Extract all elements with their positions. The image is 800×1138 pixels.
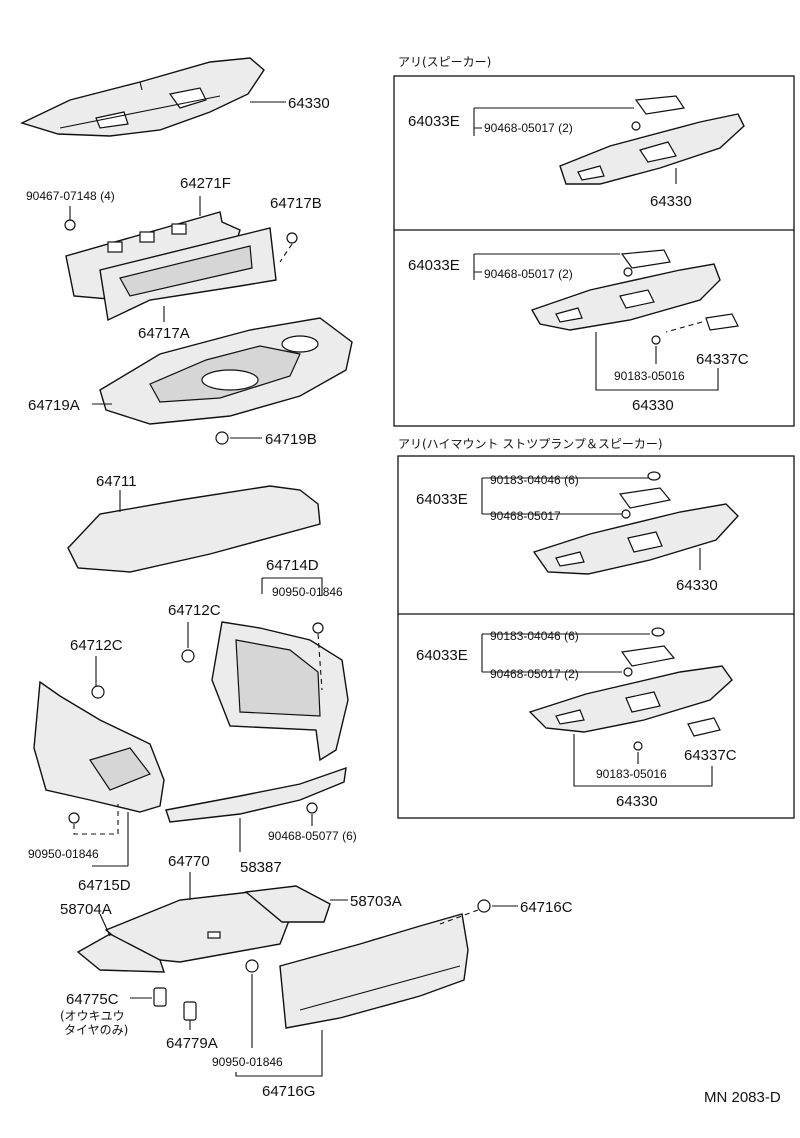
box3-clip-part: [621, 509, 631, 519]
box3-cover-label: 64033E: [416, 491, 468, 508]
clip-90950-right-part: [312, 622, 324, 634]
footer-code: MN 2083-D: [704, 1089, 781, 1106]
box4-clip-part: [623, 667, 633, 677]
box2-pad-part: [705, 313, 739, 331]
box4-screw-a-label: 90183-04046 (6): [490, 629, 579, 643]
label-58703A: 58703A: [350, 893, 402, 910]
trunk-floor-part: [99, 317, 353, 425]
variant-box-1: 64033E 90468-05017 (2) 64330: [408, 95, 745, 210]
label-90950-right: 90950-01846: [272, 585, 343, 599]
sill-plate-part: [165, 766, 347, 823]
box4-shelf-label: 64330: [616, 793, 658, 810]
clip-90950-left-part: [68, 812, 80, 824]
label-64271F: 64271F: [180, 175, 231, 192]
box4-pad-label: 64337C: [684, 747, 737, 764]
clip-64719B-part: [215, 431, 229, 445]
left-trunk-trim-part: [33, 680, 165, 813]
cover-58704A-part: [76, 933, 165, 973]
label-90467: 90467-07148 (4): [26, 189, 115, 203]
box1-cover-label: 64033E: [408, 113, 460, 130]
label-64712C-left: 64712C: [70, 637, 123, 654]
box2-clip-label: 90468-05017 (2): [484, 267, 573, 281]
label-90950-left: 90950-01846: [28, 847, 99, 861]
clip-64717B-part: [286, 232, 298, 244]
box3-screw-a-part: [647, 471, 661, 481]
box2-clip-part: [623, 267, 633, 277]
variant-box-2: 64033E 90468-05017 (2) 64337C 90183-0501…: [408, 249, 749, 414]
plug-64779A-part: [183, 1001, 197, 1021]
label-64719B: 64719B: [265, 431, 317, 448]
variant-box-4: 64033E 90183-04046 (6) 90468-05017 (2) 6…: [416, 627, 737, 810]
label-64715D: 64715D: [78, 877, 131, 894]
trunk-mat-part: [67, 485, 321, 573]
box4-screw-label: 90183-05016: [596, 767, 667, 781]
box1-clip-part: [631, 121, 641, 131]
cover-58703A-part: [244, 885, 331, 923]
box3-shelf-label: 64330: [676, 577, 718, 594]
clip-90950-bottom-part: [245, 959, 259, 973]
box4-cover-label: 64033E: [416, 647, 468, 664]
note-64775C-line1: (オウキユウ: [60, 1009, 125, 1023]
package-tray-part: [20, 57, 265, 137]
clip-90468-05077-part: [306, 802, 318, 814]
label-64719A: 64719A: [28, 397, 80, 414]
label-64711: 64711: [96, 473, 137, 490]
box3-cover-part: [618, 487, 672, 509]
note-64775C-line2: タイヤのみ): [64, 1023, 128, 1037]
back-trim-part: [279, 913, 469, 1029]
label-90468-05077: 90468-05077 (6): [268, 829, 357, 843]
variant-box-outer-1: [393, 75, 795, 427]
right-trunk-trim-part: [211, 621, 349, 762]
box4-pad-part: [687, 717, 721, 737]
label-64717B: 64717B: [270, 195, 322, 212]
label-64330-main: 64330: [288, 95, 330, 112]
box4-cover-part: [620, 645, 676, 667]
label-90950-bottom: 90950-01846: [212, 1055, 283, 1069]
clip-90467-part: [64, 219, 76, 231]
label-64775C: 64775C: [66, 991, 119, 1008]
label-64716C: 64716C: [520, 899, 573, 916]
label-64716G: 64716G: [262, 1083, 315, 1100]
clip-64716C-part: [477, 899, 491, 913]
label-64717A: 64717A: [138, 325, 190, 342]
box1-cover-part: [634, 95, 686, 115]
box2-cover-label: 64033E: [408, 257, 460, 274]
box2-pad-label: 64337C: [696, 351, 749, 368]
box2-cover-part: [620, 249, 671, 269]
label-64770: 64770: [168, 853, 210, 870]
clip-64712C-right-part: [181, 649, 195, 663]
variant-box-3: 64033E 90183-04046 (6) 90468-05017 64330: [416, 471, 739, 594]
variant-group1-heading: アリ(スピーカー): [398, 55, 491, 69]
box1-clip-label: 90468-05017 (2): [484, 121, 573, 135]
label-58387: 58387: [240, 859, 282, 876]
box1-shelf-label: 64330: [650, 193, 692, 210]
label-64714D: 64714D: [266, 557, 319, 574]
side-trim-part: [99, 227, 277, 322]
clip-64712C-left-part: [91, 685, 105, 699]
box2-shelf-label: 64330: [632, 397, 674, 414]
box4-screw-a-part: [651, 627, 665, 637]
box4-clip-label: 90468-05017 (2): [490, 667, 579, 681]
box3-screw-a-label: 90183-04046 (6): [490, 473, 579, 487]
label-58704A: 58704A: [60, 901, 112, 918]
box3-clip-label: 90468-05017: [490, 509, 561, 523]
box2-screw-label: 90183-05016: [614, 369, 685, 383]
box4-screw-part: [633, 741, 643, 751]
plug-64775C-part: [153, 987, 167, 1007]
variant-box-outer-2: [397, 455, 795, 819]
label-64779A: 64779A: [166, 1035, 218, 1052]
label-64712C-right: 64712C: [168, 602, 221, 619]
variant-group2-heading: アリ(ハイマウント ストツプランプ＆スピーカー): [398, 437, 663, 451]
box2-screw-part: [651, 335, 661, 345]
